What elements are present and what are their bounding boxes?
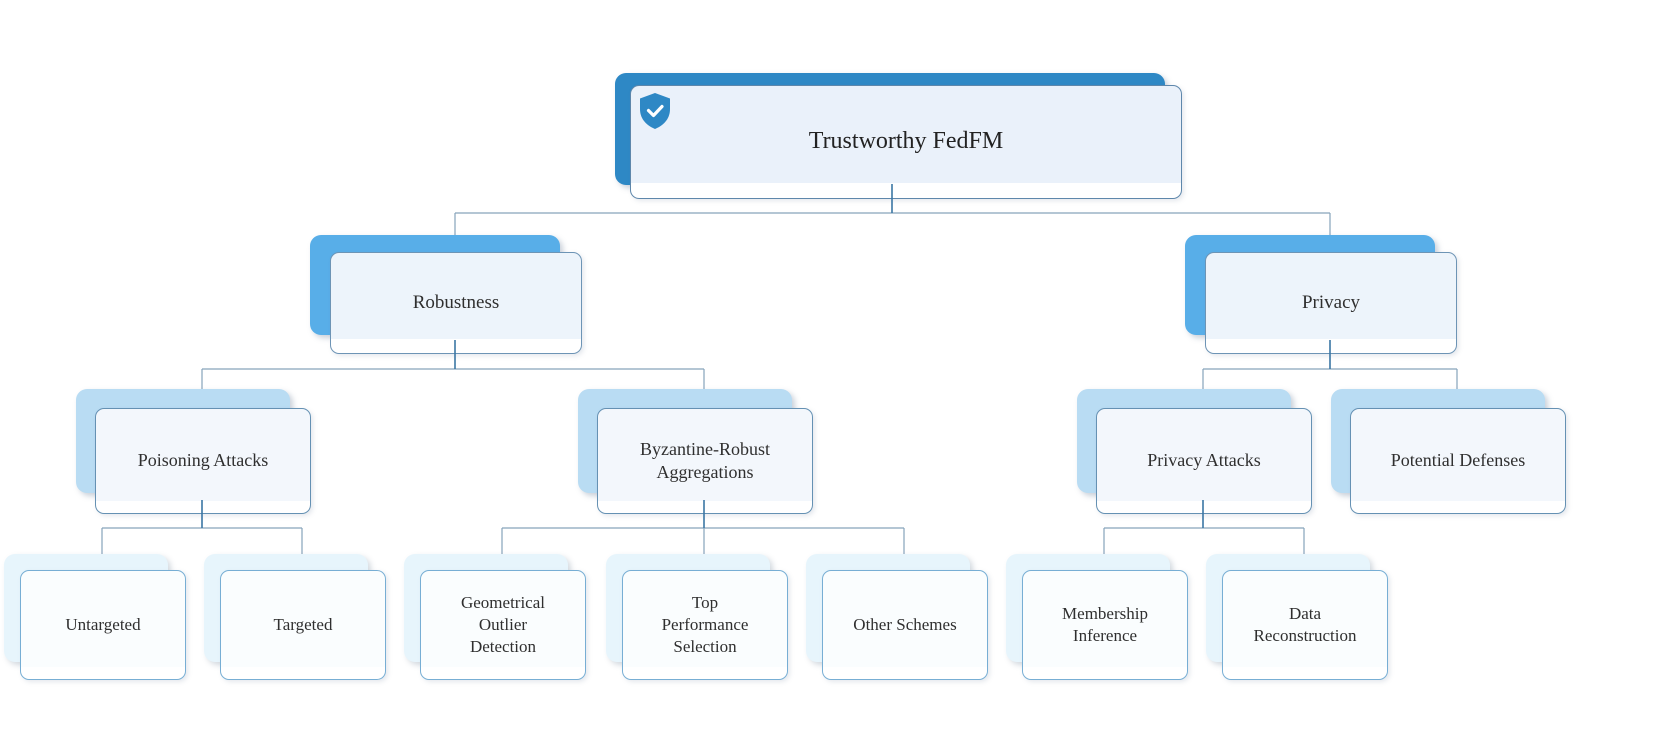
node-label: Untargeted xyxy=(65,614,141,634)
node-membership-inference: Membership Inference xyxy=(1006,554,1188,680)
node-label: Geometrical Outlier Detection xyxy=(460,592,545,657)
node-label: Robustness xyxy=(412,291,500,313)
node-label: Privacy Attacks xyxy=(1147,450,1261,471)
node-label: Potential Defenses xyxy=(1390,450,1526,471)
node-trustworthy-fedfm: Trustworthy FedFM xyxy=(615,73,1182,199)
node-privacy: Privacy xyxy=(1185,235,1457,354)
node-robustness: Robustness xyxy=(310,235,582,354)
node-potential-defenses: Potential Defenses xyxy=(1331,389,1566,514)
node-label: Byzantine-Robust Aggregations xyxy=(640,438,770,482)
node-label: Top Performance Selection xyxy=(661,592,749,657)
node-other-schemes: Other Schemes xyxy=(806,554,988,680)
node-label: Privacy xyxy=(1301,291,1361,313)
node-targeted: Targeted xyxy=(204,554,386,680)
node-label: Trustworthy FedFM xyxy=(808,128,1004,155)
node-label: Other Schemes xyxy=(853,614,957,634)
node-label: Membership Inference xyxy=(1062,603,1148,645)
node-label: Poisoning Attacks xyxy=(137,450,269,471)
node-label: Targeted xyxy=(273,614,333,634)
node-untargeted: Untargeted xyxy=(4,554,186,680)
node-privacy-attacks: Privacy Attacks xyxy=(1077,389,1312,514)
shield-check-icon xyxy=(640,93,670,129)
node-top-performance-selection: Top Performance Selection xyxy=(606,554,788,680)
node-byzantine-robust-aggregations: Byzantine-Robust Aggregations xyxy=(578,389,813,514)
node-data-reconstruction: Data Reconstruction xyxy=(1206,554,1388,680)
node-geometrical-outlier-detection: Geometrical Outlier Detection xyxy=(404,554,586,680)
node-poisoning-attacks: Poisoning Attacks xyxy=(76,389,311,514)
node-label: Data Reconstruction xyxy=(1253,603,1357,645)
